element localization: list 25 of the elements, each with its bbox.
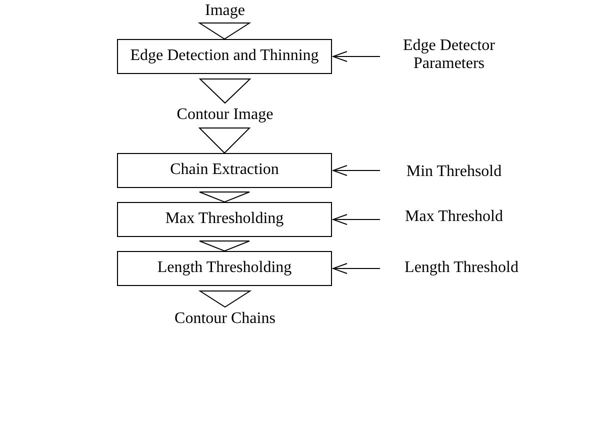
triangle-arrow	[198, 290, 252, 308]
process-label: Edge Detection and Thinning	[130, 47, 319, 66]
triangle-arrow	[199, 240, 250, 252]
flow-label: Length Threshold	[384, 256, 539, 280]
process-label: Max Thresholding	[165, 210, 284, 229]
triangle-arrow	[199, 192, 250, 203]
process-box	[117, 153, 332, 188]
process-box	[117, 251, 332, 286]
triangle-arrow	[198, 128, 251, 154]
flow-label: Min Threhsold	[384, 160, 524, 184]
flow-label: Contour Chains	[155, 307, 295, 331]
process-box	[117, 39, 332, 74]
flow-label: Edge Detector Parameters	[384, 34, 514, 76]
arrow	[332, 51, 380, 62]
arrow	[332, 263, 380, 274]
triangle-arrow	[198, 78, 252, 104]
flow-label: Image	[180, 0, 270, 22]
triangle-arrow	[198, 22, 252, 40]
arrow	[332, 214, 380, 225]
process-box	[117, 202, 332, 237]
process-label: Length Thresholding	[157, 259, 292, 278]
arrow	[332, 165, 380, 176]
flow-label: Max Threshold	[384, 205, 524, 229]
process-label: Chain Extraction	[170, 161, 279, 180]
flow-label: Contour Image	[160, 103, 290, 127]
